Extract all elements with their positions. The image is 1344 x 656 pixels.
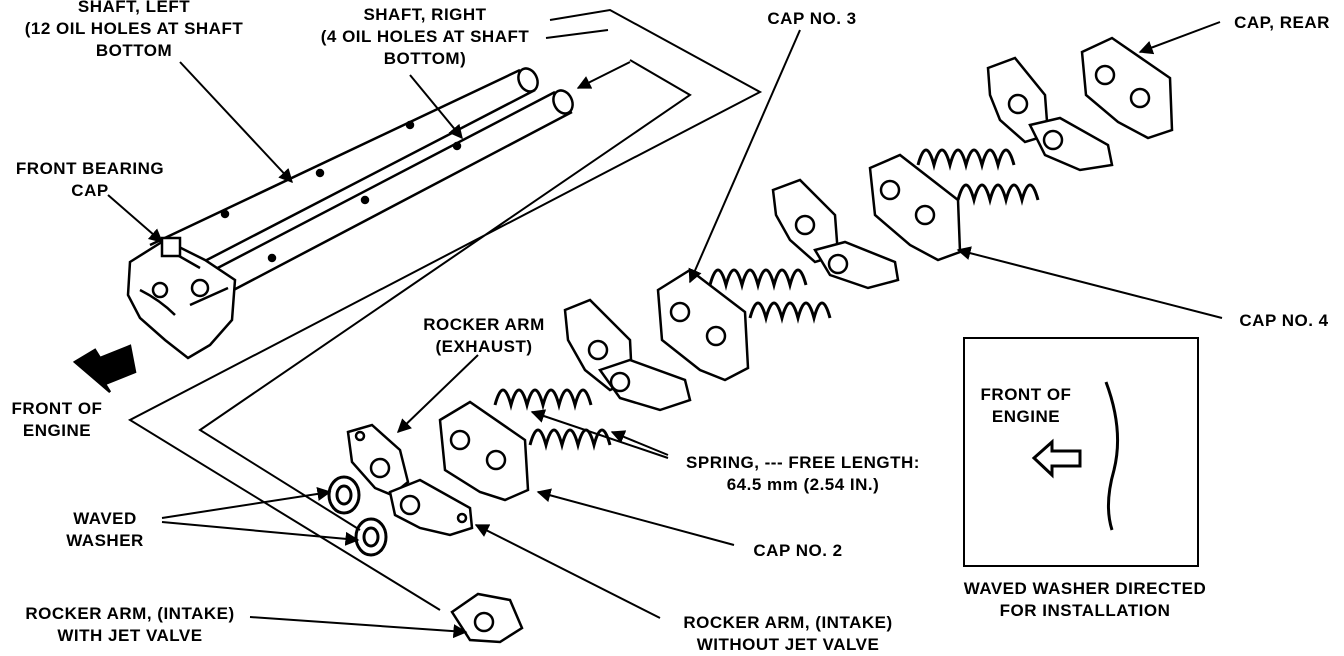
label-cap-rear: CAP, REAR bbox=[1234, 13, 1330, 32]
rocker-arm-intake-nojet bbox=[390, 480, 472, 535]
rocker-arms-pair-3 bbox=[773, 180, 898, 288]
shaft-left bbox=[150, 65, 541, 278]
cap-no-4 bbox=[870, 155, 960, 260]
springs-row-2 bbox=[710, 270, 830, 318]
front-of-engine-arrow bbox=[75, 346, 135, 392]
label-cap-no-2: CAP NO. 2 bbox=[753, 541, 843, 560]
rocker-arms-pair-2 bbox=[565, 300, 690, 410]
front-bearing-cap bbox=[128, 238, 235, 358]
label-spring: SPRING, --- FREE LENGTH:64.5 mm (2.54 IN… bbox=[686, 453, 920, 494]
cap-no-2 bbox=[440, 402, 528, 500]
cap-rear bbox=[1082, 38, 1172, 138]
rocker-arms-pair-4 bbox=[988, 58, 1112, 170]
rocker-arm-intake-jet bbox=[452, 594, 522, 642]
rocker-arm-exhaust bbox=[348, 425, 408, 495]
leader-lines bbox=[108, 22, 1222, 639]
shaft-right bbox=[185, 87, 576, 305]
inset-washer-profile bbox=[1106, 382, 1118, 530]
label-cap-no-3: CAP NO. 3 bbox=[767, 9, 857, 28]
label-rocker-arm-intake-nojet: ROCKER ARM, (INTAKE)WITHOUT JET VALVE bbox=[683, 613, 893, 654]
cap-no-3 bbox=[658, 270, 748, 380]
label-cap-no-4: CAP NO. 4 bbox=[1239, 311, 1329, 330]
label-rocker-arm-intake-jet: ROCKER ARM, (INTAKE)WITH JET VALVE bbox=[25, 604, 235, 645]
inset-box bbox=[963, 337, 1199, 567]
springs-row-1 bbox=[495, 390, 610, 445]
springs-row-3 bbox=[918, 150, 1038, 200]
label-rocker-arm-exhaust: ROCKER ARM(EXHAUST) bbox=[423, 315, 545, 356]
inset-arrow-icon bbox=[1034, 442, 1080, 475]
assembly-outline bbox=[130, 10, 760, 610]
